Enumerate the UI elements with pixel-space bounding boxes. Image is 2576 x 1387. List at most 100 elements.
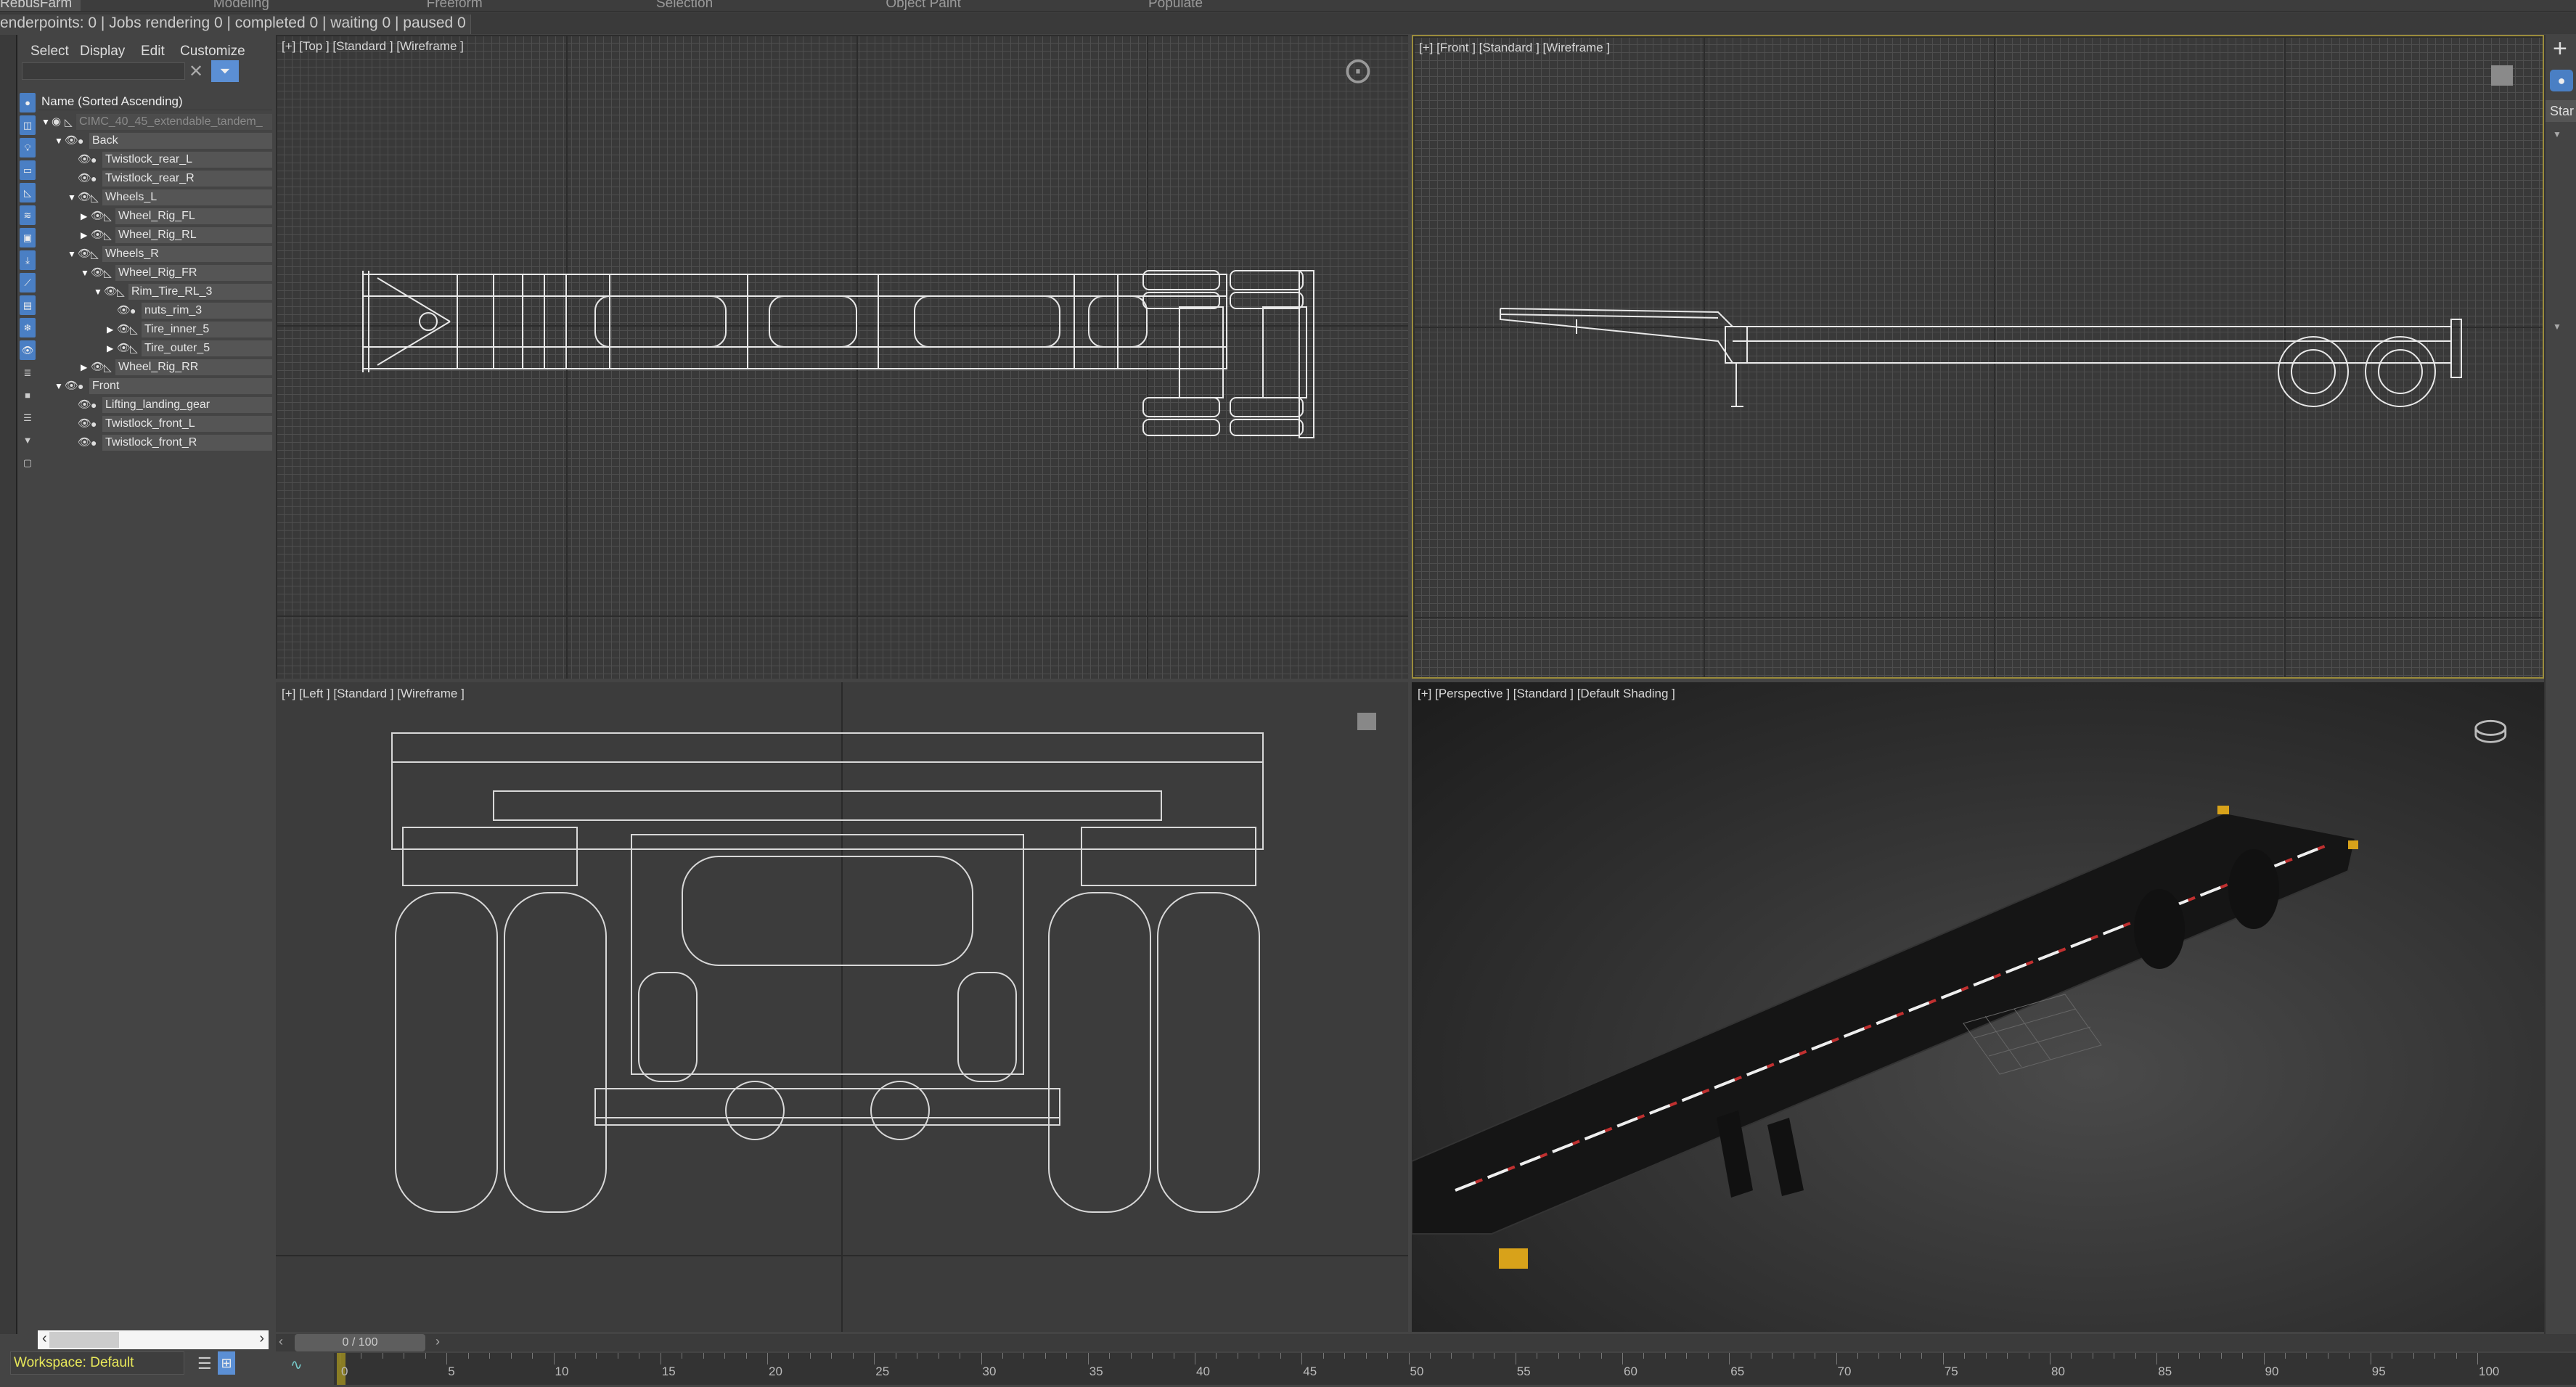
ribbon-tab[interactable]: Object Paint [886, 0, 961, 11]
groups-filter-icon[interactable]: ▣ [20, 228, 36, 247]
viewcube-front-icon[interactable] [2491, 65, 2513, 86]
tree-item[interactable]: 👁︎●Twistlock_front_R [38, 434, 272, 451]
tree-item[interactable]: ▼◉◺CIMC_40_45_extendable_tandem_ [38, 113, 272, 131]
tree-item[interactable]: ▶👁︎◺Tire_inner_5 [38, 321, 272, 338]
workspace-selector[interactable]: Workspace: Default [10, 1351, 184, 1375]
collapse-arrow-icon[interactable]: ▼ [54, 381, 63, 391]
visibility-eye-icon[interactable]: 👁︎ [91, 229, 105, 241]
viewport-label[interactable]: [+] [Front ] [Standard ] [Wireframe ] [1419, 41, 1611, 54]
rollout-collapse-icon[interactable]: ▼ [2553, 129, 2561, 139]
menu-display[interactable]: Display [80, 44, 126, 59]
lights-filter-icon[interactable]: 💡︎ [20, 138, 36, 157]
viewport-label[interactable]: [+] [Perspective ] [Standard ] [Default … [1418, 687, 1675, 700]
tree-item[interactable]: ▼👁︎◺Wheel_Rig_FR [38, 264, 272, 282]
filter-icon[interactable]: ⏷ [211, 60, 239, 82]
viewport-left[interactable]: [+] [Left ] [Standard ] [Wireframe ] [276, 682, 1408, 1332]
visibility-eye-icon[interactable]: 👁︎ [91, 210, 105, 222]
document-icon[interactable]: ☰ [23, 412, 32, 423]
helpers-filter-icon[interactable]: ◺ [20, 183, 36, 202]
visibility-eye-icon[interactable]: 👁︎ [117, 323, 131, 335]
expand-arrow-icon[interactable]: ▶ [81, 211, 88, 221]
visibility-eye-icon[interactable]: 👁︎ [91, 361, 105, 373]
tree-item[interactable]: ▼👁︎◺Wheels_L [38, 189, 272, 206]
spacewarps-filter-icon[interactable]: ≋ [20, 205, 36, 225]
collapse-arrow-icon[interactable]: ▼ [68, 249, 76, 259]
expand-arrow-icon[interactable]: ▶ [107, 324, 114, 335]
tree-item[interactable]: 👁︎●Twistlock_rear_R [38, 170, 272, 187]
name-column-header[interactable]: Name (Sorted Ascending) [38, 93, 272, 110]
tree-item[interactable]: ▶👁︎◺Wheel_Rig_RR [38, 359, 272, 376]
collapse-arrow-icon[interactable]: ▼ [68, 192, 76, 202]
geometry-category-icon[interactable]: ● [2550, 70, 2573, 91]
current-frame-marker[interactable] [337, 1353, 345, 1385]
expand-arrow-icon[interactable]: ▶ [81, 230, 88, 240]
viewport-top[interactable]: [+] [Top ] [Standard ] [Wireframe ] ⊙ [276, 35, 1408, 679]
visibility-eye-icon[interactable]: ◉ [52, 115, 62, 128]
visibility-eye-icon[interactable]: 👁︎ [78, 417, 92, 430]
ribbon-tab[interactable]: Populate [1148, 0, 1203, 11]
menu-select[interactable]: Select [30, 44, 69, 59]
collapse-arrow-icon[interactable]: ▼ [54, 136, 63, 146]
geometry-filter-icon[interactable]: ● [20, 93, 36, 112]
create-tab-icon[interactable]: + [2553, 35, 2567, 62]
tree-item[interactable]: 👁︎●nuts_rim_3 [38, 302, 272, 319]
viewport-front[interactable]: [+] [Front ] [Standard ] [Wireframe ] [1412, 35, 2544, 679]
xrefs-filter-icon[interactable]: ⤓ [20, 250, 36, 270]
collapse-arrow-icon[interactable]: ▼ [81, 268, 89, 278]
visibility-eye-icon[interactable]: 👁︎ [78, 398, 92, 411]
tree-item[interactable]: ▼👁︎◺Wheels_R [38, 245, 272, 263]
funnel-icon[interactable]: ▼ [23, 435, 33, 446]
viewcube-left-icon[interactable] [1357, 713, 1376, 730]
cameras-filter-icon[interactable]: ▭ [20, 160, 36, 180]
visibility-eye-icon[interactable]: 👁︎ [78, 172, 92, 184]
expand-arrow-icon[interactable]: ▶ [81, 362, 88, 372]
visibility-eye-icon[interactable]: 👁︎ [65, 380, 79, 392]
tree-item[interactable]: ▶👁︎◺Wheel_Rig_FL [38, 208, 272, 225]
tree-item[interactable]: 👁︎●Twistlock_front_L [38, 415, 272, 433]
tree-item[interactable]: 👁︎●Twistlock_rear_L [38, 151, 272, 168]
time-slider-track[interactable]: ‹ › [276, 1334, 2576, 1351]
visibility-eye-icon[interactable]: 👁︎ [117, 304, 131, 316]
box-icon[interactable]: ▢ [23, 457, 33, 468]
ribbon-tab[interactable]: Freeform [426, 0, 483, 11]
explorer-search-input[interactable] [22, 62, 185, 80]
hierarchy-icon[interactable]: ⊞ [218, 1351, 235, 1375]
tree-item[interactable]: ▼👁︎◺Rim_Tire_RL_3 [38, 283, 272, 300]
visibility-eye-icon[interactable]: 👁︎ [78, 247, 92, 260]
ribbon-tab[interactable]: RebusFarm [0, 0, 81, 11]
expand-arrow-icon[interactable]: ▶ [107, 343, 114, 353]
frozen-filter-icon[interactable]: ❄ [20, 318, 36, 337]
rollout-collapse-icon[interactable]: ▼ [2553, 322, 2561, 332]
shapes-filter-icon[interactable]: ◫ [20, 115, 36, 135]
tree-item[interactable]: 👁︎●Lifting_landing_gear [38, 396, 272, 414]
visibility-eye-icon[interactable]: 👁︎ [91, 266, 105, 279]
viewport-label[interactable]: [+] [Top ] [Standard ] [Wireframe ] [282, 39, 464, 53]
viewcube-top-icon[interactable]: ⊙ [1343, 50, 1373, 91]
clear-search-icon[interactable]: ✕ [189, 62, 204, 81]
visibility-eye-icon[interactable]: 👁︎ [117, 342, 131, 354]
time-slider[interactable]: 0 / 100 [295, 1334, 425, 1351]
visibility-eye-icon[interactable]: 👁︎ [78, 153, 92, 165]
menu-customize[interactable]: Customize [180, 44, 245, 59]
tree-item[interactable]: ▼👁︎●Back [38, 132, 272, 150]
curve-editor-icon[interactable]: ∿ [290, 1357, 303, 1373]
collapse-arrow-icon[interactable]: ▼ [94, 287, 102, 297]
viewport-perspective[interactable]: [+] [Perspective ] [Standard ] [Default … [1412, 682, 2544, 1332]
visibility-eye-icon[interactable]: 👁︎ [78, 191, 92, 203]
square-icon[interactable]: ■ [25, 390, 30, 401]
list-icon[interactable]: ≣ [23, 367, 32, 378]
tree-item[interactable]: ▶👁︎◺Wheel_Rig_RL [38, 226, 272, 244]
containers-filter-icon[interactable]: ▤ [20, 295, 36, 315]
bones-filter-icon[interactable]: ⟋ [20, 273, 36, 292]
ribbon-tab[interactable]: Selection [656, 0, 713, 11]
visibility-eye-icon[interactable]: 👁︎ [78, 436, 92, 449]
tree-item[interactable]: ▼👁︎●Front [38, 377, 272, 395]
viewport-label[interactable]: [+] [Left ] [Standard ] [Wireframe ] [282, 687, 465, 700]
visibility-eye-icon[interactable]: 👁︎ [104, 285, 118, 298]
viewcube-perspective-icon[interactable]: ⛀ [2473, 705, 2508, 753]
layers-icon[interactable]: ☰ [197, 1354, 212, 1372]
hidden-filter-icon[interactable]: 👁︎ [20, 340, 36, 360]
visibility-eye-icon[interactable]: 👁︎ [65, 134, 79, 147]
collapse-arrow-icon[interactable]: ▼ [41, 117, 50, 127]
menu-edit[interactable]: Edit [141, 44, 165, 59]
